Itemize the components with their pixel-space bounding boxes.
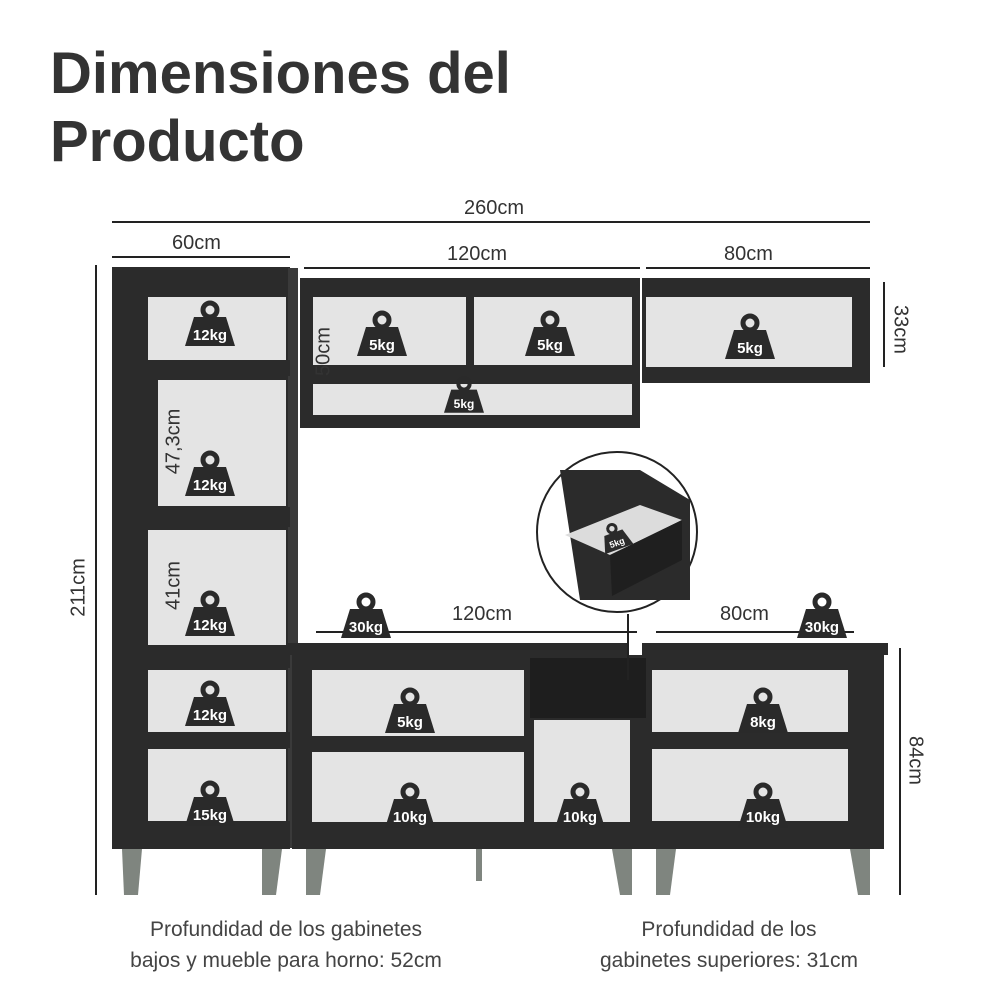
weight-label-upper-right: 5kg: [737, 340, 763, 357]
weight-label-tall-5: 15kg: [193, 807, 227, 824]
weight-icon: 8kg: [738, 690, 788, 733]
dim-upper-mid-width: 120cm: [447, 243, 508, 265]
upper-depth-line-2: gabinetes superiores: 31cm: [600, 949, 858, 972]
weight-label-drawer: 5kg: [608, 535, 626, 550]
weight-icon: 12kg: [185, 593, 235, 636]
weight-icon: 12kg: [185, 453, 235, 496]
weight-label-tall-3: 12kg: [193, 617, 227, 634]
dim-upper-right-width: 80cm: [724, 243, 773, 265]
weight-icon: 12kg: [185, 683, 235, 726]
dim-upper-right-height: 33cm: [889, 305, 912, 354]
weight-icon: 30kg: [341, 595, 391, 638]
weight-icon: 12kg: [185, 303, 235, 346]
weight-icon: 5kg: [594, 518, 635, 556]
weight-label-tall-1: 12kg: [193, 327, 227, 344]
weight-label-tall-4: 12kg: [193, 707, 227, 724]
weight-icon: 5kg: [385, 690, 435, 733]
weight-icon: 30kg: [797, 595, 847, 638]
weight-label-counter-mid: 30kg: [349, 619, 383, 636]
dim-lower-height: 84cm: [904, 736, 927, 785]
weight-icon: 5kg: [525, 313, 575, 356]
weight-label-tall-2: 12kg: [193, 477, 227, 494]
weight-label-lower-mid-top: 5kg: [397, 714, 423, 731]
dim-total-width: 260cm: [464, 197, 525, 219]
lower-depth-line-2: bajos y mueble para horno: 52cm: [130, 949, 442, 972]
weight-label-upper-mid-left: 5kg: [369, 337, 395, 354]
weight-label-oven-bottom: 10kg: [563, 809, 597, 826]
weight-label-lower-right-bottom: 10kg: [746, 809, 780, 826]
weight-icon: 10kg: [385, 785, 435, 828]
weight-label-counter-right: 30kg: [805, 619, 839, 636]
legs: [122, 849, 870, 895]
page-title: Dimensiones del Producto: [50, 40, 511, 176]
dim-lower-right-width: 80cm: [720, 603, 769, 625]
dim-lower-mid-width: 120cm: [452, 603, 513, 625]
weight-label-lower-right-top: 8kg: [750, 714, 776, 731]
title-line-1: Dimensiones del: [50, 41, 511, 106]
tall-cabinet: [112, 267, 298, 849]
dim-tall-shelf-gap-2: 41cm: [162, 561, 185, 610]
weight-label-upper-mid-right: 5kg: [537, 337, 563, 354]
dim-tall-shelf-gap-1: 47,3cm: [162, 408, 185, 475]
lower-depth-line-1: Profundidad de los gabinetes: [149, 918, 423, 941]
weight-icon: 10kg: [738, 785, 788, 828]
upper-depth-line-1: Profundidad de los: [641, 918, 817, 941]
upper-depth-note: Profundidad de los gabinetes superiores:…: [576, 914, 882, 976]
lower-depth-note: Profundidad de los gabinetes bajos y mue…: [100, 914, 472, 976]
weight-icon: 5kg: [725, 316, 775, 359]
dim-tall-width: 60cm: [172, 232, 221, 254]
weight-icon: 10kg: [555, 785, 605, 828]
weight-icon: 15kg: [185, 783, 235, 826]
dim-upper-mid-height: 50cm: [312, 327, 335, 376]
dim-total-height: 211cm: [67, 558, 90, 617]
counters: [288, 643, 888, 655]
weight-label-upper-mid-bottom: 5kg: [454, 397, 475, 411]
weight-icon: 5kg: [444, 378, 484, 412]
title-line-2: Producto: [50, 109, 305, 174]
weight-icon: 5kg: [357, 313, 407, 356]
weight-label-lower-mid-bottom: 10kg: [393, 809, 427, 826]
weight-icons: 12kg 12kg 12kg 12kg 15kg 5kg 5kg 5kg 5kg…: [185, 303, 847, 828]
